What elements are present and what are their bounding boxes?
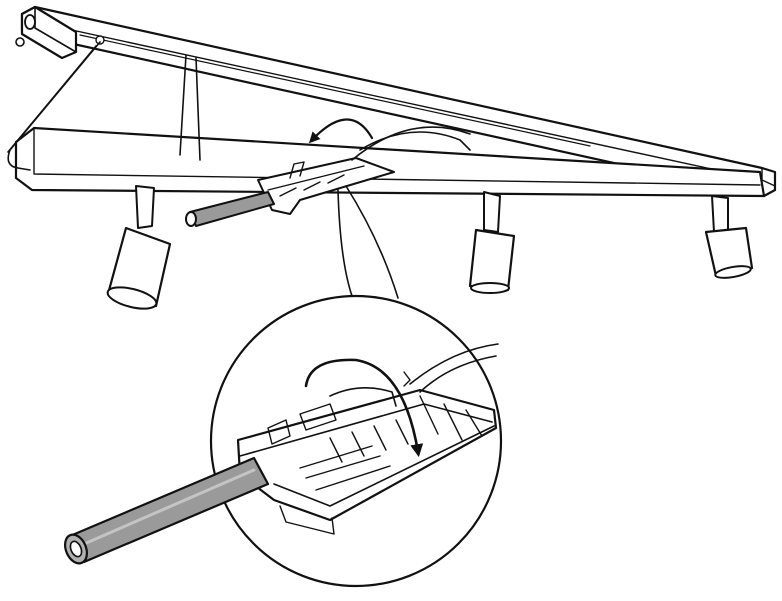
track-connector xyxy=(257,126,471,215)
track-light-fixture xyxy=(7,5,777,310)
feed-rod-detail xyxy=(63,456,270,565)
rail-end-cap xyxy=(15,5,105,60)
power-cord xyxy=(179,54,201,161)
suspension-wire xyxy=(7,41,101,171)
rotate-arrow-detail xyxy=(304,358,424,458)
feed-rod xyxy=(185,191,275,227)
zoom-callout-lines xyxy=(337,185,399,299)
spotlight-center xyxy=(468,191,516,294)
spotlight-right xyxy=(704,195,754,279)
detail-magnifier xyxy=(63,294,503,588)
spotlight-left xyxy=(106,185,172,310)
rotate-arrow xyxy=(308,118,374,144)
connector-detail xyxy=(236,343,499,535)
